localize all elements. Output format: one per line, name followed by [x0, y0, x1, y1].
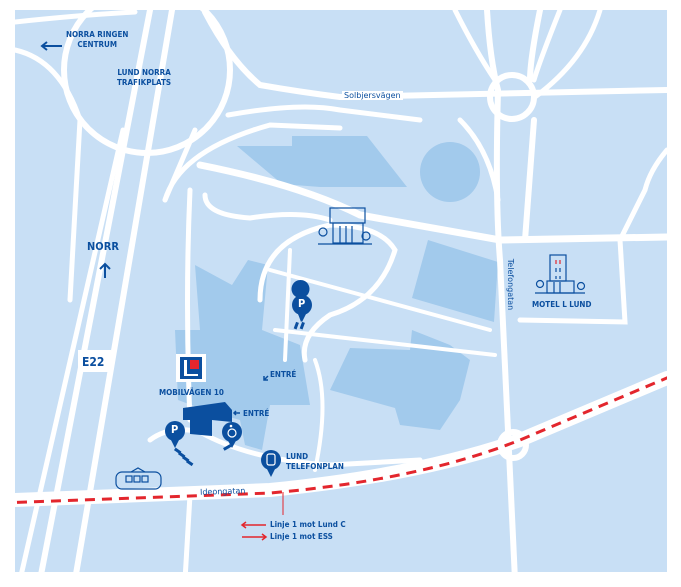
tram-icon	[266, 453, 276, 466]
street-telefongatan: Telefongatan	[506, 258, 516, 311]
roads	[15, 10, 667, 572]
parking-pin-north[interactable]	[291, 280, 313, 330]
mobilvagen-building	[183, 402, 232, 436]
entrance-label-2: ENTRÉ	[243, 409, 270, 418]
direction-arrows	[40, 41, 269, 416]
legend-arrows	[240, 521, 268, 541]
e22-shield	[78, 350, 111, 372]
parking-label-south: P	[171, 423, 179, 436]
tram-illustration	[115, 467, 162, 490]
motel-building-icon	[535, 254, 586, 294]
street-ideongatan: Ideongatan	[199, 486, 246, 497]
parking-label-north: P	[298, 297, 306, 310]
tram-stop-pin[interactable]	[261, 450, 281, 477]
accessible-parking-pin[interactable]	[222, 422, 242, 451]
legend-to-lund-c: Linje 1 mot Lund C	[270, 520, 346, 529]
parking-pin-south[interactable]	[165, 421, 194, 467]
mobilvagen-label: MOBILVÄGEN 10	[159, 388, 224, 397]
e22-label: E22	[82, 355, 105, 369]
office-building-icon	[318, 207, 372, 245]
buildings	[175, 136, 498, 450]
wheelchair-icon	[227, 428, 237, 438]
norr-label: NORR	[87, 240, 119, 253]
entrance-label-1: ENTRÉ	[270, 370, 297, 379]
street-solbjersvagen: Solbjersvägen	[342, 91, 403, 100]
motel-label: MOTEL L LUND	[532, 300, 592, 309]
legend-to-ess: Linje 1 mot ESS	[270, 532, 333, 541]
tram-line	[15, 376, 667, 504]
